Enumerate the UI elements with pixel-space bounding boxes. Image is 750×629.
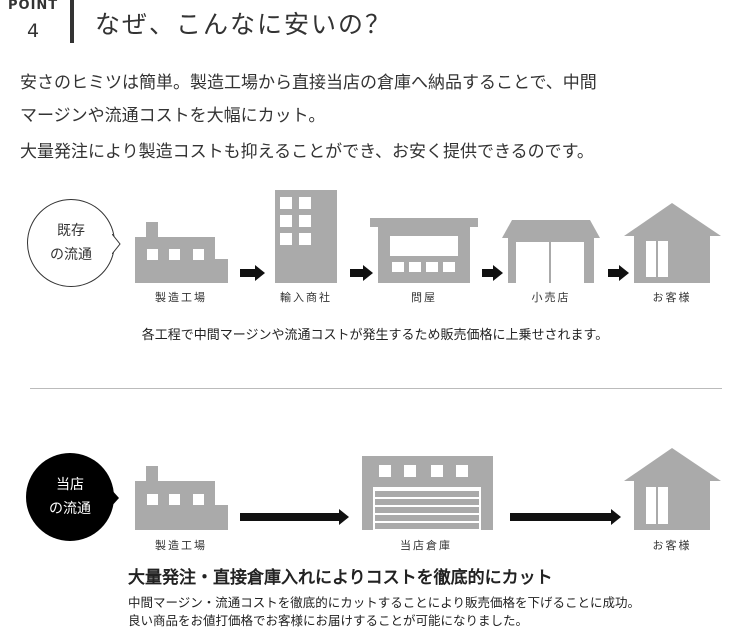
label-importer: 輸入商社 [280,291,332,304]
arrow-icon [240,509,350,525]
label-warehouse: 当店倉庫 [400,539,452,552]
intro-line: マージンや流通コストを大幅にカット。 [20,106,326,126]
bubble-text: の流通 [49,501,91,517]
our-heading: 大量発注・直接倉庫入れによりコストを徹底的にカット [128,568,553,588]
point-number: 4 [27,20,40,42]
label-factory: 製造工場 [155,539,207,552]
arrow-icon [350,265,375,281]
label-retailer: 小売店 [531,291,571,304]
section-divider [30,388,722,389]
bubble-text: 既存 [57,223,85,239]
our-line: 中間マージン・流通コストを徹底的にカットすることにより販売価格を下げることに成功… [128,595,641,610]
divider-bar [70,0,74,43]
bubble-tail [112,234,121,254]
our-line: 良い商品をお値打価格でお客様にお届けすることが可能になりました。 [128,613,529,628]
intro-line: 安さのヒミツは簡単。製造工場から直接当店の倉庫へ納品することで、中間 [20,73,597,93]
bubble-text: の流通 [50,247,92,263]
arrow-icon [482,265,504,281]
label-customer: お客様 [652,539,692,552]
label-factory: 製造工場 [155,291,207,304]
label-customer: お客様 [652,291,692,304]
bubble-tail [110,488,119,508]
arrow-icon [608,265,630,281]
bubble-text: 当店 [56,477,84,493]
our-bubble: 当店の流通 [26,453,114,541]
point-label: POINT [8,0,59,13]
arrow-icon [510,509,622,525]
existing-note: 各工程で中間マージンや流通コストが発生するため販売価格に上乗せされます。 [141,328,609,343]
intro-line: 大量発注により製造コストも抑えることができ、お安く提供できるのです。 [20,142,594,162]
page-title: なぜ、こんなに安いの？ [95,10,393,39]
existing-bubble: 既存の流通 [27,199,115,287]
label-wholesaler: 問屋 [411,291,437,304]
arrow-icon [240,265,265,281]
